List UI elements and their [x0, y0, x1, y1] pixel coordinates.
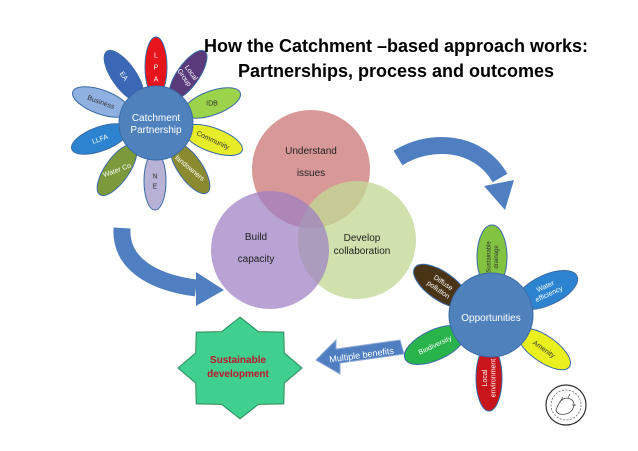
curved-arrow-top-right	[393, 136, 508, 183]
partnership-petal-1-label-1: L	[154, 52, 158, 59]
opportunities-petal-4-label-2: environment	[491, 359, 498, 398]
partnership-petal-1-label-3: A	[154, 76, 159, 83]
venn-develop-line1: Develop	[344, 233, 381, 244]
catchment-partnership-hub: Catchment Partnership	[118, 85, 194, 161]
curved-arrow-top-right-head	[484, 180, 514, 210]
sustainable-development-star	[177, 316, 303, 420]
partnership-petal-3-label-1: IDB	[206, 100, 218, 107]
partnership-petal-6-label-2: E	[153, 183, 158, 190]
opportunities-hub-label: Opportunities	[461, 313, 520, 324]
partnership-petal-4: Community	[183, 124, 243, 156]
partnership-petal-6: NE	[143, 151, 167, 211]
title-line2: Partnerships, process and outcomes	[237, 61, 555, 81]
title-line1: How the Catchment –based approach works:	[203, 36, 589, 56]
venn-develop-circle	[298, 181, 416, 299]
opportunities-petal-3: Amenity	[517, 327, 571, 371]
venn-develop-line2: collaboration	[334, 246, 391, 257]
opportunities-petal-4-label-1: Local	[482, 369, 489, 386]
opportunities-petal-1-label-2: drainage	[494, 245, 500, 269]
multiple-benefits-arrow: Multiple benefits	[315, 338, 405, 375]
curved-arrow-bottom-left	[113, 227, 198, 297]
venn-understand-line1: Understand	[285, 146, 337, 157]
outcome-line1: Sustainable	[210, 355, 267, 366]
partnership-petal-6-label-1: N	[152, 173, 157, 180]
page-title: How the Catchment –based approach works:…	[186, 34, 606, 84]
venn-diagram: Understand issues Build capacity Develop…	[211, 110, 416, 309]
curved-arrow-bottom-left-head	[196, 272, 224, 306]
venn-build-line1: Build	[245, 232, 267, 243]
partnership-petal-1-label-2: P	[154, 64, 159, 71]
hub-line1: Catchment	[132, 113, 181, 124]
venn-build-circle	[211, 191, 329, 309]
opportunities-hub: Opportunities	[448, 272, 534, 358]
venn-build-line2: capacity	[238, 254, 275, 265]
outcome-line2: development	[207, 369, 269, 380]
seal-logo	[545, 384, 587, 426]
partnership-petal-10-label-1: EA	[118, 71, 129, 83]
venn-understand-line2: issues	[297, 168, 325, 179]
opportunities-petal-1-label-1: Sustainable	[486, 241, 492, 273]
hub-line2: Partnership	[130, 125, 182, 136]
opportunities-petal-5: Biodiversity	[403, 325, 467, 365]
partnership-petal-7: Water Co	[96, 143, 138, 197]
